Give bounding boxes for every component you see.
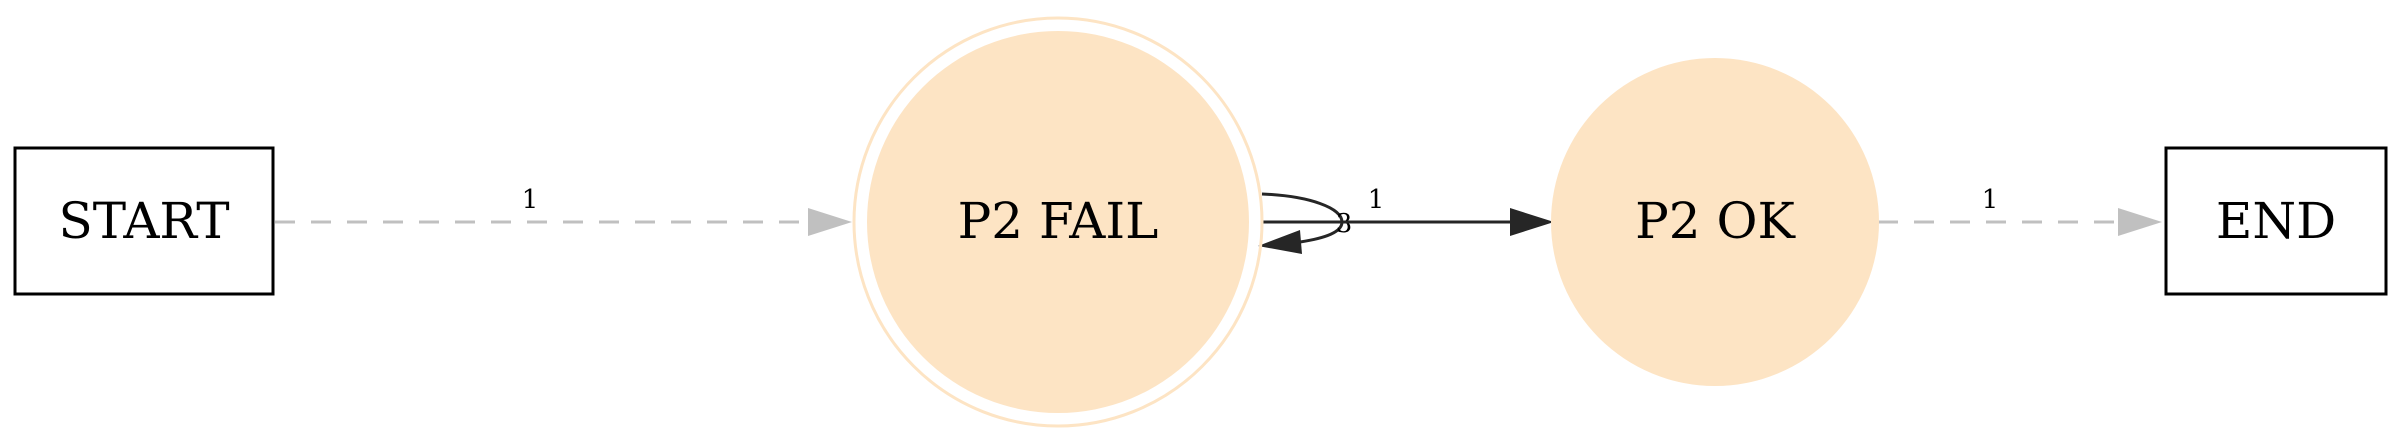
edge-label: 1 [522, 185, 539, 215]
arrowhead [1510, 208, 1554, 236]
node-p2-ok[interactable]: P2 OK [1551, 58, 1879, 386]
edge-label: 3 [1336, 209, 1353, 239]
edge-p2-ok-to-end: 1 [1878, 185, 2162, 236]
edge-p2-fail-to-p2-ok: 1 [1262, 185, 1554, 236]
node-start[interactable]: START [13, 146, 275, 296]
node-p2-fail[interactable]: P2 FAIL [852, 16, 1264, 428]
arrowhead [1258, 230, 1302, 254]
node-label: END [2216, 192, 2336, 250]
node-label: START [58, 192, 229, 250]
node-label: P2 FAIL [958, 192, 1159, 250]
node-circle [1551, 58, 1879, 386]
edge-p2-fail-self-loop: 3 [1258, 192, 1353, 254]
node-circle [867, 31, 1249, 413]
arrowhead [2118, 208, 2162, 236]
edge-label: 1 [1368, 185, 1385, 215]
node-outer-ring [852, 16, 1264, 428]
edge-start-to-p2-fail: 1 [275, 185, 852, 236]
edge-label: 1 [1982, 185, 1999, 215]
edge-line [1261, 192, 1344, 244]
node-label: P2 OK [1635, 192, 1796, 250]
arrowhead [808, 208, 852, 236]
node-box [13, 146, 275, 296]
node-box [2164, 146, 2388, 296]
node-end[interactable]: END [2164, 146, 2388, 296]
